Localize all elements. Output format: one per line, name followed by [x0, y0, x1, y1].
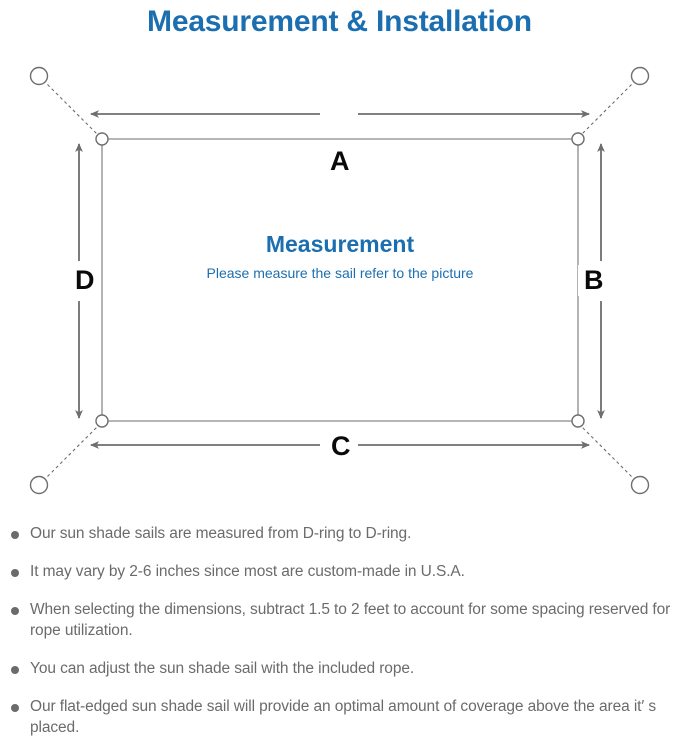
note-text: You can adjust the sun shade sail with t… — [30, 659, 415, 677]
note-text: It may vary by 2-6 inches since most are… — [30, 562, 465, 580]
bullet-icon — [11, 665, 19, 674]
rope-top-left — [38, 75, 102, 139]
d-ring-bottom-right — [571, 414, 585, 428]
note-text: Our sun shade sails are measured from D-… — [30, 525, 412, 542]
anchor-point-group — [29, 66, 650, 495]
anchor-top-left — [29, 66, 49, 86]
list-item: It may vary by 2-6 inches since most are… — [0, 562, 679, 583]
d-ring-bottom-left — [95, 414, 109, 428]
notes-list: Our sun shade sails are measured from D-… — [0, 524, 679, 738]
measurement-diagram: Measurement Please measure the sail refe… — [0, 46, 679, 522]
diagram-canvas — [29, 66, 650, 495]
rope-bottom-left — [38, 422, 102, 486]
bullet-icon — [11, 703, 19, 712]
anchor-bottom-left — [29, 475, 49, 495]
note-text: When selecting the dimensions, subtract … — [30, 600, 671, 639]
shade-sail-body — [101, 138, 579, 422]
bullet-icon — [11, 606, 19, 615]
list-item: When selecting the dimensions, subtract … — [0, 600, 679, 642]
rope-top-right — [577, 75, 641, 139]
rope-bottom-right — [577, 422, 641, 486]
list-item: You can adjust the sun shade sail with t… — [0, 659, 679, 680]
d-ring-top-left — [95, 132, 109, 146]
anchor-bottom-right — [630, 475, 650, 495]
list-item: Our flat-edged sun shade sail will provi… — [0, 697, 679, 739]
bullet-icon — [11, 531, 19, 539]
page-header: Measurement & Installation — [0, 0, 679, 44]
d-ring-group — [95, 132, 585, 428]
note-text: Our flat-edged sun shade sail will provi… — [30, 697, 657, 736]
list-item: Our sun shade sails are measured from D-… — [0, 524, 679, 545]
page-title: Measurement & Installation — [147, 5, 532, 38]
anchor-top-right — [630, 66, 650, 86]
rope-lines — [38, 75, 641, 486]
bullet-icon — [11, 568, 19, 577]
d-ring-top-right — [571, 132, 585, 146]
